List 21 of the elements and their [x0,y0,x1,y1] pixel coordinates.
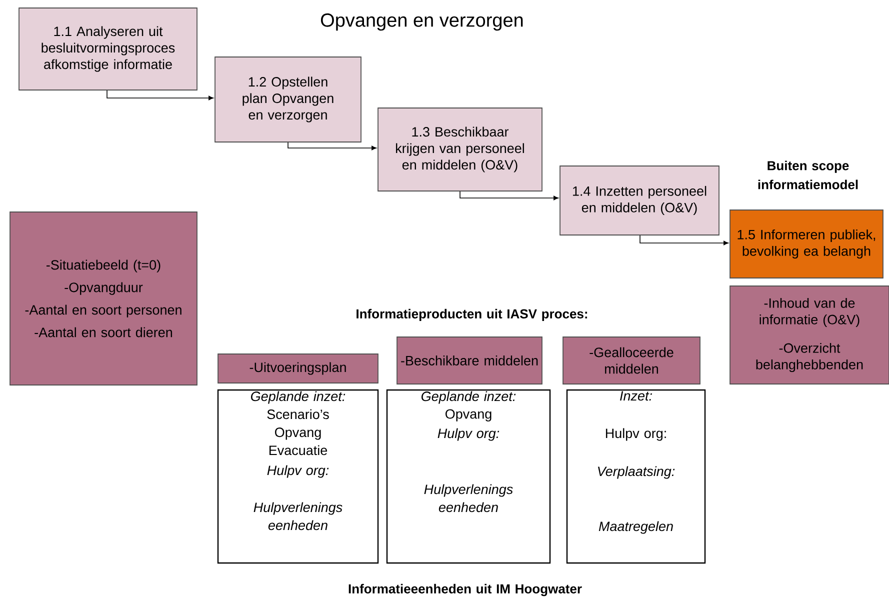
process-box: 1.1 Analyseren uit besluitvormingsproces afkomstige informatie [18,8,198,90]
info-box: -Uitvoeringsplan [218,354,378,384]
process-box: 1.3 Beschikbaar krijgen van personeel en middelen (O&V) [378,108,542,192]
info-box: Inzet: Hulpv org: Verplaatsing: Maatregelen [566,389,706,564]
info-box: -Gealloceerde middelen [562,336,700,384]
info-box: -Beschikbare middelen [396,336,542,384]
info-box: Geplande inzet: Opvang Hulpv org: Hulpverlenings eenheden [386,389,551,564]
section-heading: Informatieeenheden uit IM Hoogwater [348,584,582,596]
section-heading: Buiten scope informatiemodel [758,160,858,190]
arrow [288,142,376,150]
process-box: 1.2 Opstellen plan Opvangen en verzorgen [214,56,362,142]
process-box: 1.5 Informeren publiek, bevolking ea belangh [730,210,884,278]
info-box: -Situatiebeeld (t=0) -Opvangduur -Aantal en soort personen -Aantal en soort dieren [10,212,198,386]
arrow [106,90,214,100]
title: Opvangen en verzorgen [320,13,523,31]
info-box: Geplande inzet: Scenario’s Opvang Evacuatie Hulpv org: Hulpverlenings eenheden [217,389,379,564]
arrow [460,191,558,200]
info-box: -Inhoud van de informatie (O&V) -Overzicht belanghebbenden [730,286,889,384]
arrow [640,235,728,246]
process-box: 1.4 Inzetten personeel en middelen (O&V) [560,166,720,236]
section-heading: Informatieproducten uit IASV proces: [356,308,588,322]
